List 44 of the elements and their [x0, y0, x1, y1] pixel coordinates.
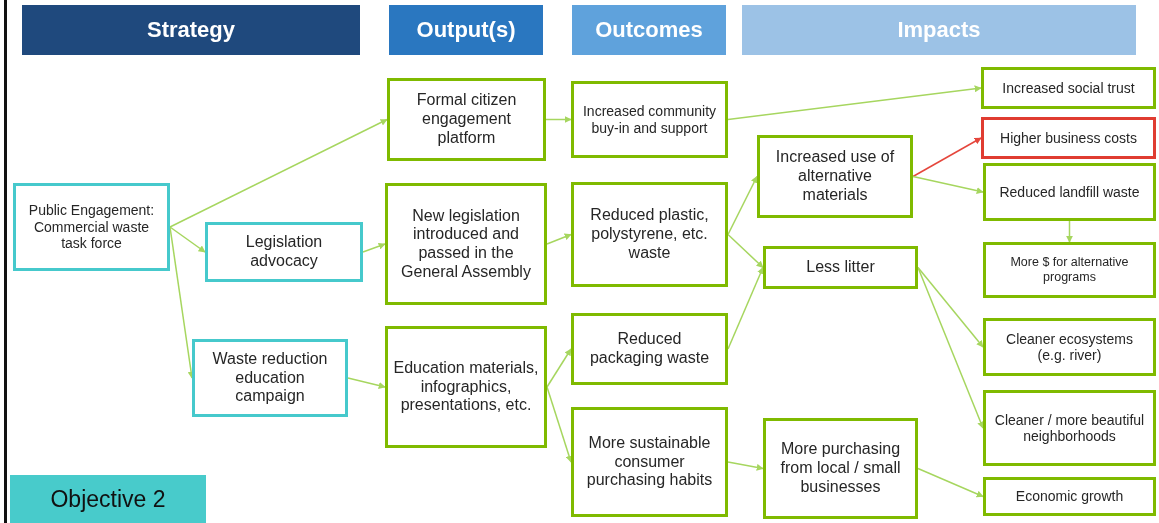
result-box: Education materials, infographics, presentations, etc. — [385, 326, 547, 448]
result-box: Reduced plastic, polystyrene, etc. waste — [571, 182, 728, 287]
arrow — [545, 116, 572, 123]
arrow — [912, 137, 982, 178]
column-header: Outcomes — [572, 5, 726, 55]
result-box: Formal citizen engagement platform — [387, 78, 546, 161]
arrow — [727, 461, 764, 471]
result-box: More $ for alternative programs — [983, 242, 1156, 298]
column-header: Strategy — [22, 5, 360, 55]
negative-impact-box: Higher business costs — [981, 117, 1156, 159]
arrow — [917, 266, 984, 429]
result-box: Cleaner ecosystems (e.g. river) — [983, 318, 1156, 376]
arrow — [546, 348, 572, 388]
arrow — [546, 233, 572, 245]
objective-tag: Objective 2 — [10, 475, 206, 523]
result-box: Increased community buy-in and support — [571, 81, 728, 158]
result-box: Less litter — [763, 246, 918, 289]
arrow — [169, 226, 206, 253]
arrow — [727, 233, 764, 269]
arrow — [347, 377, 386, 389]
result-box: More purchasing from local / small businesses — [763, 418, 918, 519]
result-box: Reduced landfill waste — [983, 163, 1156, 221]
result-box: Increased social trust — [981, 67, 1156, 109]
result-box: Economic growth — [983, 477, 1156, 516]
arrow — [917, 467, 984, 498]
result-box: More sustainable consumer purchasing habits — [571, 407, 728, 517]
result-box: Cleaner / more beautiful neighborhoods — [983, 390, 1156, 466]
result-box: New legislation introduced and passed in the General Assembly — [385, 183, 547, 305]
column-header: Output(s) — [389, 5, 543, 55]
strategy-box: Public Engagement: Commercial waste task force — [13, 183, 170, 271]
result-box: Reduced packaging waste — [571, 313, 728, 385]
strategy-box: Waste reduction education campaign — [192, 339, 348, 417]
arrow — [727, 85, 982, 121]
column-header: Impacts — [742, 5, 1136, 55]
arrow — [1066, 220, 1073, 243]
arrow — [912, 175, 984, 195]
arrow — [169, 118, 388, 228]
arrow — [727, 266, 764, 350]
arrow — [727, 175, 758, 236]
arrow — [917, 266, 984, 348]
arrow — [546, 386, 573, 463]
arrow — [362, 242, 386, 253]
result-box: Increased use of alternative materials — [757, 135, 913, 218]
strategy-box: Legislation advocacy — [205, 222, 363, 282]
